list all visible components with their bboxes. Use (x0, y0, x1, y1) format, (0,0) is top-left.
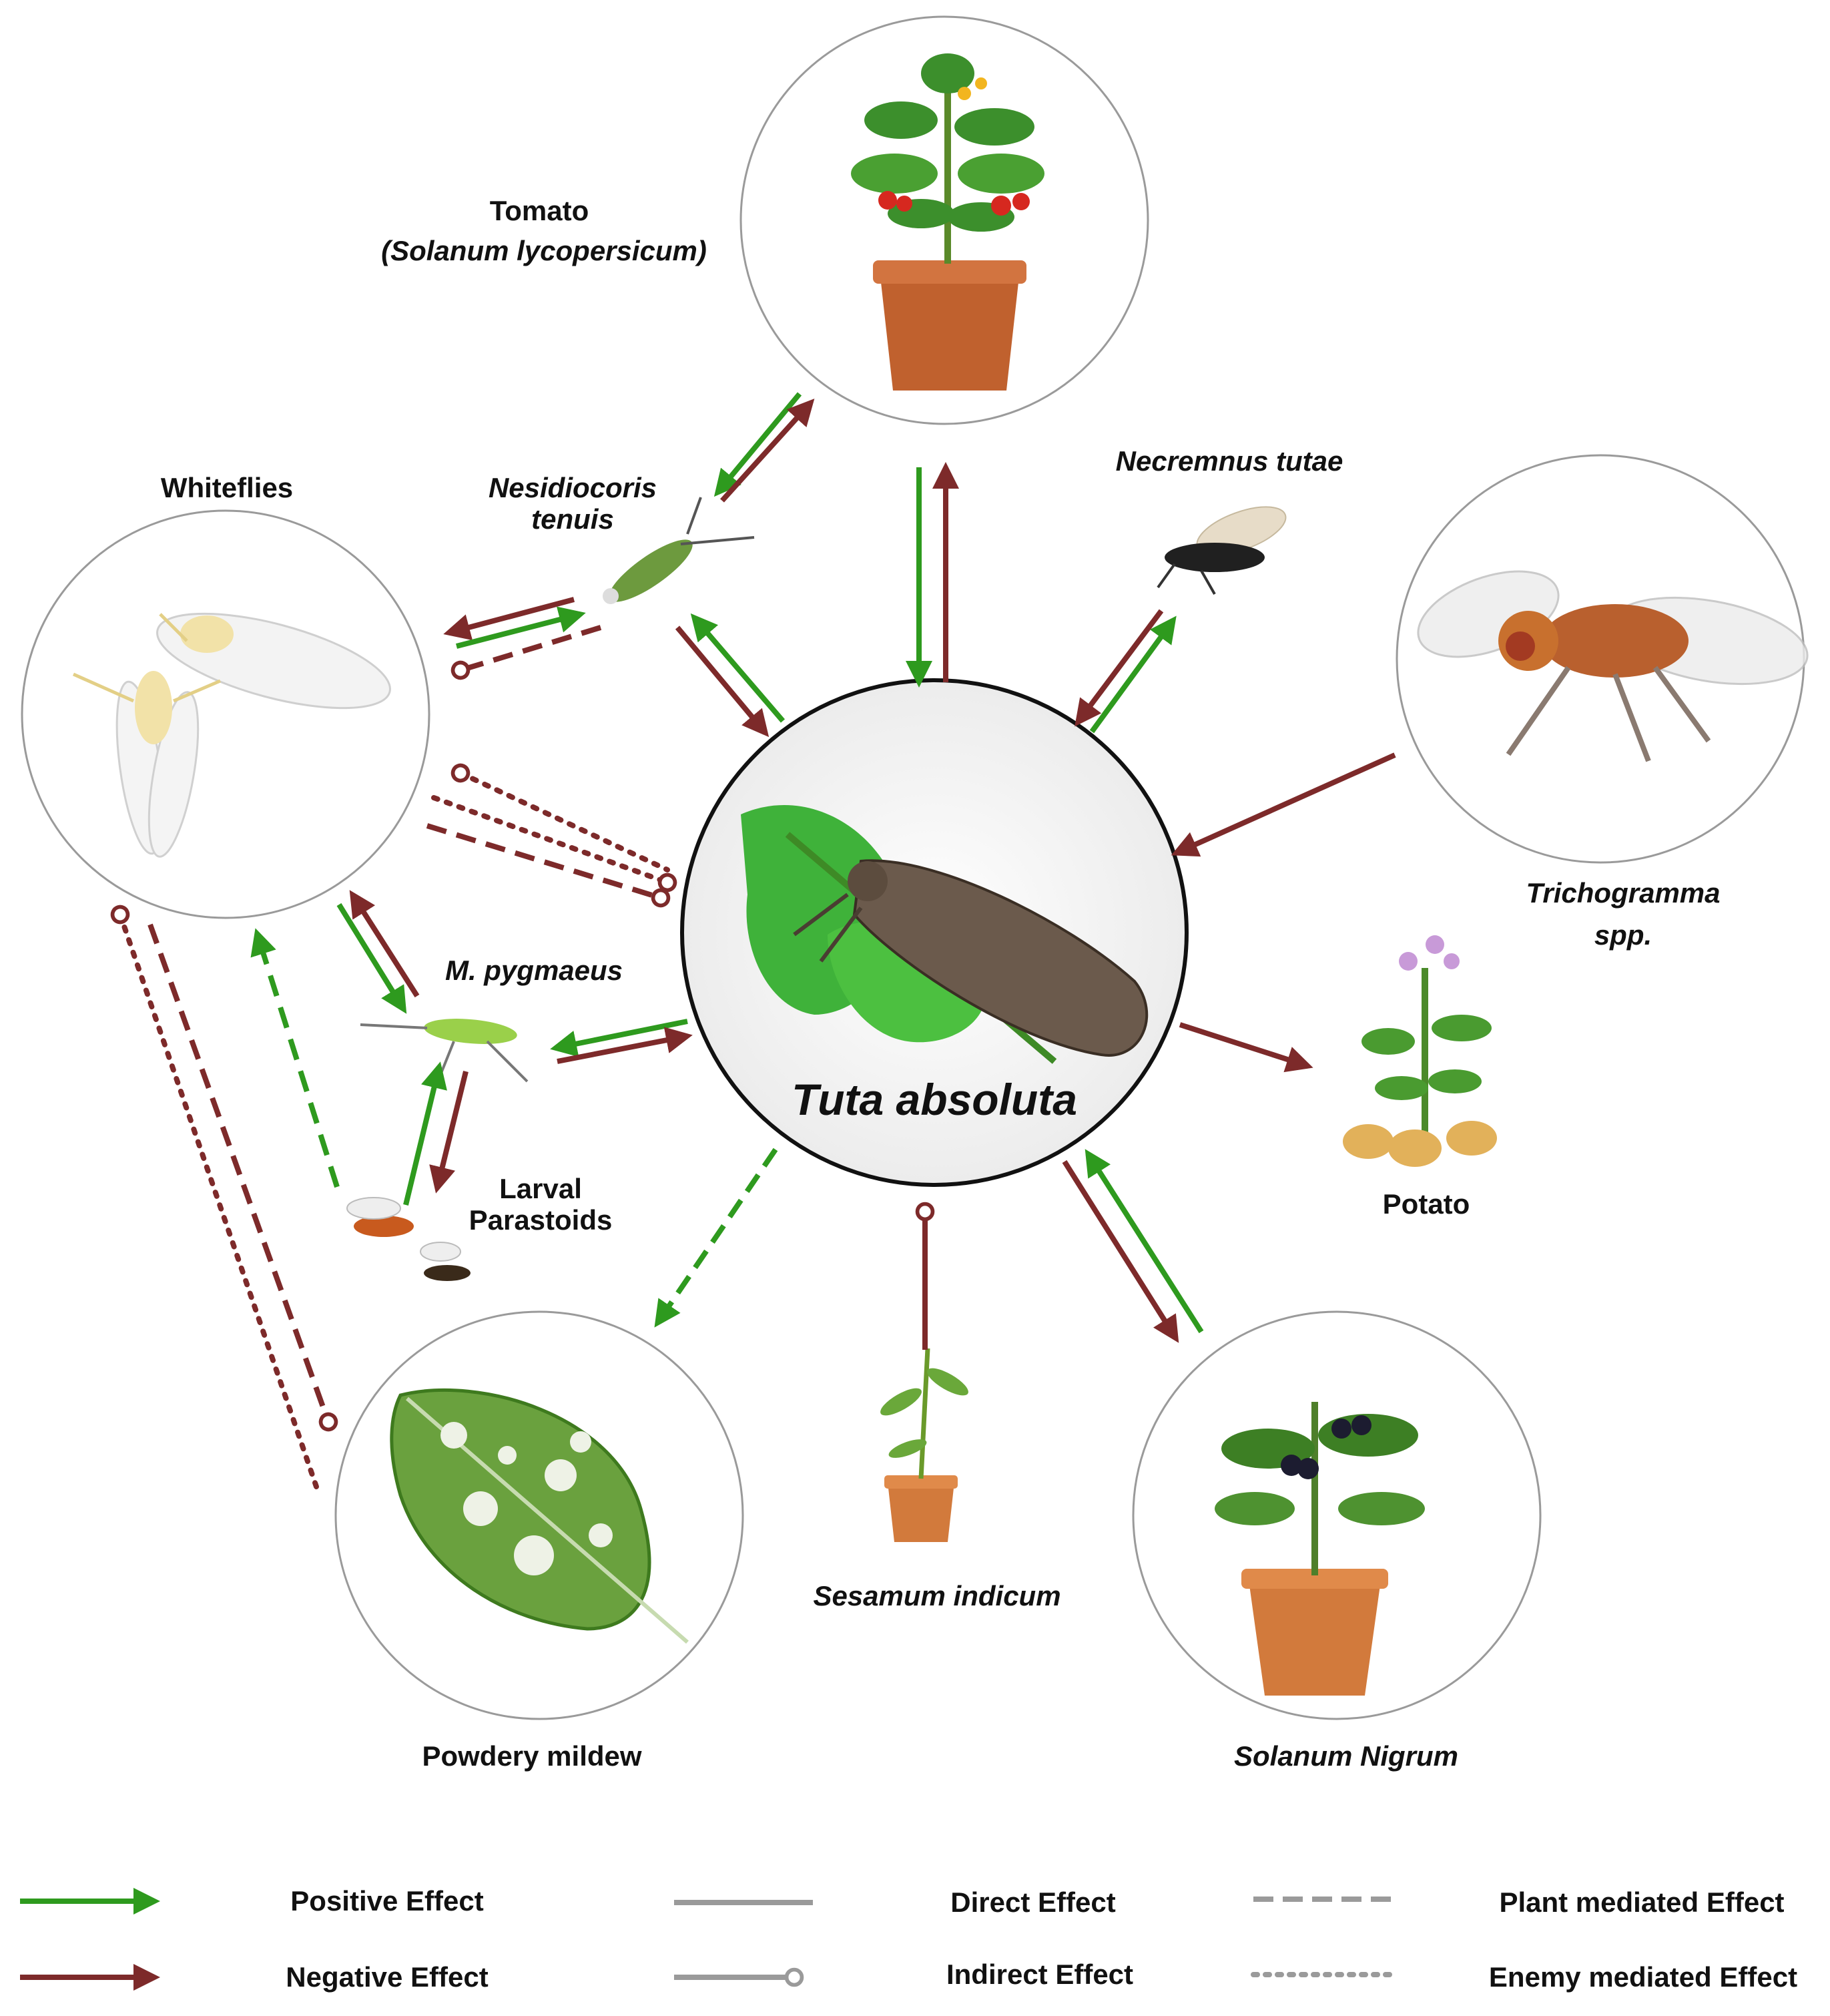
powdery-mildew-leaf-illustration (390, 1389, 689, 1644)
sesamum-label: Sesamum indicum (813, 1580, 1060, 1611)
nesidiocoris-label: Nesidiocoris (489, 472, 657, 503)
necremnus-label: Necremnus tutae (1116, 445, 1343, 477)
legend-plant-mediated-label: Plant mediated Effect (1499, 1886, 1784, 1918)
larval-parasitoids-illustration (346, 1197, 471, 1281)
potato-label: Potato (1383, 1188, 1470, 1220)
legend: Positive Effect Negative Effect Direct E… (20, 1885, 1797, 1993)
legend-negative-label: Negative Effect (286, 1961, 488, 1993)
pygmaeus-label: M. pygmaeus (445, 955, 623, 986)
potato-plant-illustration (1343, 935, 1497, 1167)
sesamum-plant-illustration (880, 1348, 968, 1542)
larval-parasitoids-label-2: Parastoids (469, 1204, 613, 1236)
legend-enemy-mediated-label: Enemy mediated Effect (1489, 1961, 1797, 1993)
powdery-mildew-label: Powdery mildew (422, 1740, 641, 1772)
solanum-nigrum-circle (1132, 1310, 1542, 1720)
whiteflies-circle (21, 509, 430, 919)
nesidiocoris-illustration (603, 497, 755, 604)
solanum-nigrum-plant-illustration (1215, 1402, 1425, 1696)
tomato-scientific-label: (Solanum lycopersicum) (381, 235, 707, 266)
nesidiocoris-label-2: tenuis (531, 503, 614, 535)
trichogramma-illustration (1417, 570, 1809, 762)
legend-indirect-label: Indirect Effect (946, 1959, 1133, 1990)
tomato-label: Tomato (490, 195, 589, 226)
legend-positive-label: Positive Effect (290, 1885, 483, 1917)
whiteflies-label: Whiteflies (161, 472, 293, 503)
necremnus-illustration (1157, 506, 1287, 595)
larval-parasitoids-label: Larval (499, 1173, 582, 1204)
tuta-absoluta-moth-illustration (741, 805, 1149, 1064)
center-label: Tuta absoluta (792, 1075, 1077, 1124)
m-pygmaeus-illustration (360, 1019, 529, 1083)
legend-direct-label: Direct Effect (950, 1886, 1115, 1918)
solanum-nigrum-label: Solanum Nigrum (1234, 1740, 1458, 1772)
interaction-lines: Powdery mildew (green dashed) --> Whitef… (110, 392, 1396, 1491)
trichogramma-label: Trichogramma (1526, 877, 1721, 909)
tomato-plant-illustration (851, 53, 1044, 391)
whiteflies-illustration (72, 612, 391, 858)
trichogramma-label-2: spp. (1594, 919, 1652, 951)
